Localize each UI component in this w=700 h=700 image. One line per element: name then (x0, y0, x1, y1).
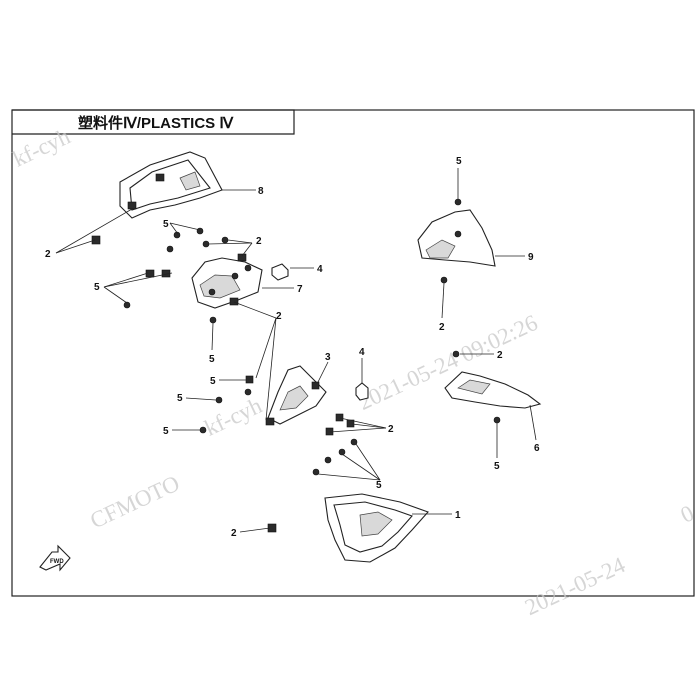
callout-2: 2 (388, 424, 394, 435)
part-3-bracket (265, 365, 327, 426)
callout-7: 7 (297, 284, 303, 295)
callout-5: 5 (494, 461, 500, 472)
part-7-bracket (191, 257, 263, 309)
callout-2: 2 (45, 249, 51, 260)
svg-text:FWD: FWD (50, 559, 64, 565)
callout-2: 2 (256, 236, 262, 247)
callout-9: 9 (528, 252, 534, 263)
callout-8: 8 (258, 186, 264, 197)
callout-2: 2 (439, 322, 445, 333)
watermark-corner: kf-cyh (9, 123, 74, 171)
part-6-cover (444, 371, 542, 409)
watermark-brand: CFMOTO (86, 470, 183, 533)
fwd-arrow-icon: FWD (39, 544, 71, 572)
callout-2: 2 (231, 528, 237, 539)
watermark-date-bottom: 2021-05-24 (521, 552, 629, 620)
part-1-front-cover (324, 493, 429, 563)
loose-fasteners (91, 198, 501, 533)
callout-5: 5 (177, 393, 183, 404)
leader-lines (55, 168, 537, 533)
callout-4: 4 (359, 347, 365, 358)
callout-5: 5 (94, 282, 100, 293)
callout-4: 4 (317, 264, 323, 275)
callout-6: 6 (534, 443, 540, 454)
callout-2: 2 (497, 350, 503, 361)
page-title: 塑料件Ⅳ/PLASTICS Ⅳ (78, 114, 234, 132)
part-9-cover (417, 209, 496, 267)
callout-5: 5 (210, 376, 216, 387)
callout-labels: 8 2 5 2 5 4 7 2 5 3 4 5 5 5 2 5 5 9 2 2 … (45, 156, 540, 539)
part-4-block-lower (355, 382, 369, 401)
title-box (12, 109, 295, 135)
callout-5: 5 (209, 354, 215, 365)
callout-5: 5 (376, 480, 382, 491)
callout-2: 2 (276, 311, 282, 322)
callout-5: 5 (163, 426, 169, 437)
callout-1: 1 (455, 510, 461, 521)
callout-5: 5 (456, 156, 462, 167)
callout-3: 3 (325, 352, 331, 363)
part-4-block-upper (271, 263, 289, 281)
drawing-border (11, 109, 695, 597)
part-8-side-cover (119, 151, 223, 219)
callout-5: 5 (163, 219, 169, 230)
